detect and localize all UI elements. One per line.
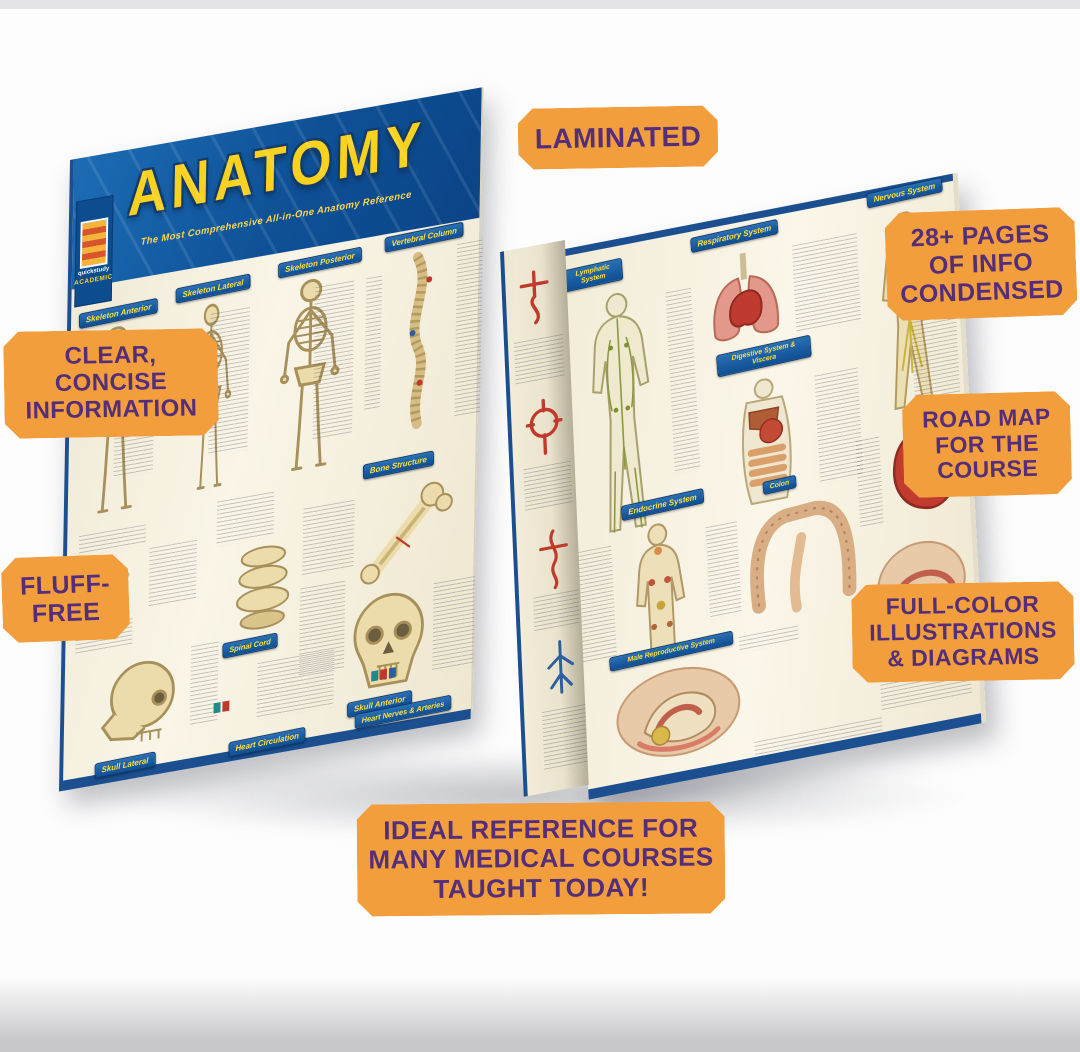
- skull-anterior-illustration: [352, 587, 425, 692]
- lungs-illustration: [713, 252, 780, 342]
- heart-color-key-icon: [213, 700, 230, 714]
- male-reproductive-illustration: [616, 666, 741, 757]
- badge-ideal-reference: IDEAL REFERENCE FOR MANY MEDICAL COURSES…: [357, 801, 726, 916]
- fine-print-lines: [523, 460, 573, 512]
- quickstudy-logo: quickstudy ACADEMIC: [74, 194, 114, 308]
- fine-print-lines: [513, 333, 565, 386]
- quickstudy-logo-art: [79, 216, 109, 269]
- cover-title: ANATOMY: [127, 108, 427, 230]
- fine-print-lines: [302, 499, 355, 576]
- digestive-torso-illustration: [741, 378, 792, 506]
- section-header-skeleton-lateral: Skeleton Lateral: [175, 273, 251, 304]
- photo-top-border: [0, 0, 1080, 9]
- fine-print-lines: [148, 539, 197, 608]
- badge-fluff-free: FLUFF- FREE: [1, 554, 131, 643]
- pamphlet-middle-fold: [500, 239, 589, 797]
- lymphatic-figure-illustration: [592, 292, 650, 533]
- cover-subtitle: The Most Comprehensive All-in-One Anatom…: [140, 189, 412, 249]
- artery-diagram-illustration: [539, 529, 568, 590]
- fine-print-lines: [256, 649, 335, 721]
- fine-print-lines: [216, 491, 275, 547]
- skull-lateral-illustration: [100, 655, 176, 750]
- colon-illustration: [750, 500, 857, 614]
- fine-print-lines: [705, 521, 742, 621]
- fine-print-lines: [541, 704, 588, 773]
- artery-diagram-illustration: [519, 270, 549, 325]
- badge-laminated: LAMINATED: [517, 105, 718, 169]
- vertebral-column-illustration: [409, 251, 433, 429]
- endocrine-figure-illustration: [636, 523, 686, 662]
- pamphlet-front-cover: ANATOMY The Most Comprehensive All-in-On…: [58, 87, 484, 792]
- fine-print-lines: [738, 625, 799, 654]
- fine-print-lines: [791, 233, 862, 335]
- bone-structure-illustration: [360, 481, 453, 585]
- badge-full-color: FULL-COLOR ILLUSTRATIONS & DIAGRAMS: [851, 581, 1075, 683]
- fine-print-lines: [432, 575, 476, 673]
- photo-bottom-gradient: [0, 977, 1080, 1052]
- fine-print-lines: [665, 287, 701, 475]
- vertebrae-stack-illustration: [236, 545, 290, 630]
- section-header-spinal-cord: Spinal Cord: [222, 632, 278, 659]
- fine-print-lines: [532, 589, 580, 633]
- badge-road-map: ROAD MAP FOR THE COURSE: [902, 391, 1073, 498]
- badge-28-pages: 28+ PAGES OF INFO CONDENSED: [884, 207, 1078, 322]
- fine-print-lines: [454, 239, 483, 418]
- artery-diagram-illustration: [525, 398, 563, 455]
- badge-clear-concise: CLEAR, CONCISE INFORMATION: [3, 328, 219, 439]
- fine-print-lines: [855, 436, 884, 528]
- fine-print-lines: [364, 275, 383, 411]
- artery-diagram-illustration: [547, 640, 574, 694]
- fine-print-lines: [312, 280, 355, 441]
